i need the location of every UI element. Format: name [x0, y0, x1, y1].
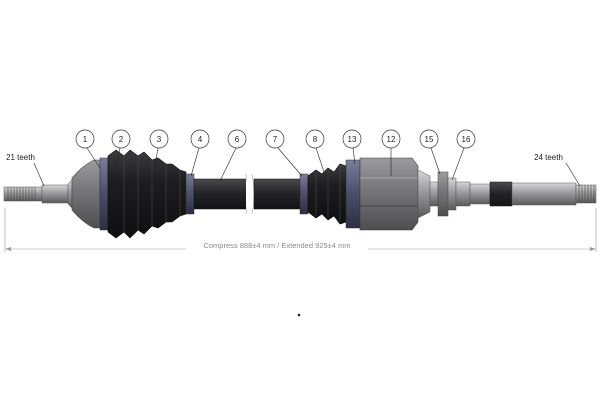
callout-8: 8	[305, 129, 325, 173]
dimension-line: Compress 888±4 mm / Extended 925±4 mm	[4, 208, 597, 252]
svg-text:13: 13	[348, 135, 357, 144]
right-spline-label: 24 teeth	[534, 153, 563, 162]
left-spline	[3, 184, 69, 204]
stub-shaft	[429, 171, 577, 217]
left-spline-label: 21 teeth	[6, 153, 35, 162]
svg-text:8: 8	[313, 135, 318, 144]
right-spline	[575, 184, 597, 204]
stray-dot	[297, 313, 301, 317]
dimension-label: Compress 888±4 mm / Extended 925±4 mm	[203, 241, 350, 250]
svg-text:12: 12	[387, 135, 396, 144]
callout-7: 7	[265, 129, 303, 177]
inner-housing	[359, 157, 431, 231]
inner-boot-small-clamp	[299, 173, 309, 215]
svg-text:3: 3	[157, 135, 162, 144]
callout-6: 6	[219, 129, 247, 182]
outer-boot	[107, 149, 187, 239]
svg-text:15: 15	[425, 135, 434, 144]
callout-12: 12	[381, 129, 401, 176]
callout-3: 3	[149, 129, 169, 166]
svg-text:6: 6	[235, 135, 240, 144]
callout-15: 15	[419, 129, 441, 175]
spline-labels: 21 teeth 24 teeth	[6, 153, 581, 187]
svg-text:16: 16	[462, 135, 471, 144]
outer-cv-housing	[67, 157, 109, 231]
svg-text:2: 2	[119, 135, 124, 144]
svg-text:4: 4	[198, 135, 203, 144]
inner-boot-large-clamp	[345, 159, 361, 229]
svg-text:1: 1	[83, 135, 88, 144]
callout-13: 13	[342, 129, 362, 165]
inner-boot	[307, 163, 347, 225]
callout-16: 16	[451, 129, 476, 181]
callout-1: 1	[75, 129, 101, 169]
shaft-left	[193, 173, 301, 215]
outer-boot-small-clamp	[185, 173, 195, 215]
svg-text:7: 7	[273, 135, 278, 144]
callout-2: 2	[111, 129, 131, 169]
callouts: 1 2 3 4 6 7 8	[75, 129, 476, 182]
callout-4: 4	[190, 129, 210, 177]
